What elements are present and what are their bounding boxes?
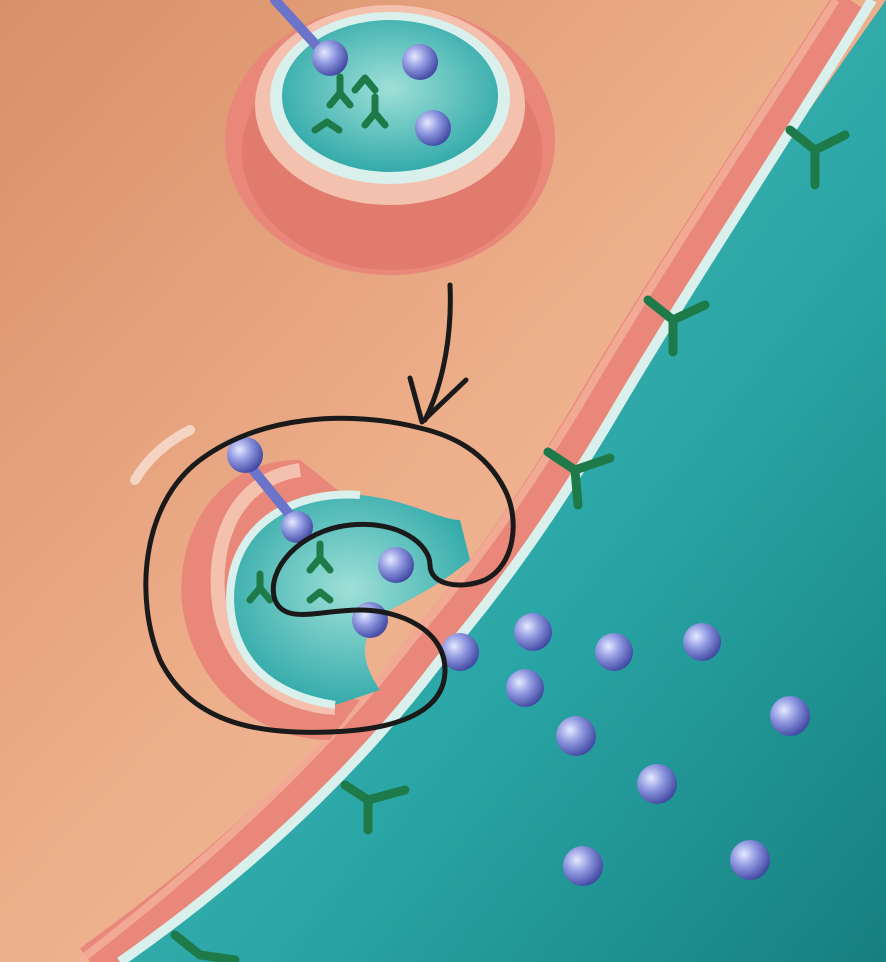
molecule-icon xyxy=(227,437,263,473)
receptor-icon xyxy=(340,780,410,835)
molecule-icon xyxy=(637,764,677,804)
pen-annotations xyxy=(143,282,516,735)
neurotransmitter-molecules xyxy=(227,40,810,886)
plasma-membrane-outer xyxy=(80,0,865,962)
receptors xyxy=(170,125,850,962)
molecule-icon xyxy=(281,511,313,543)
molecule-icon xyxy=(563,846,603,886)
hand-drawn-arrow xyxy=(422,282,453,423)
molecule-icon xyxy=(352,602,388,638)
molecule-icon xyxy=(556,716,596,756)
hand-drawn-loop xyxy=(143,415,516,735)
molecule-icon xyxy=(506,669,544,707)
molecule-icon xyxy=(378,547,414,583)
receptor-icon xyxy=(311,73,389,134)
receptor-icon xyxy=(643,295,710,357)
fusing-vesicle xyxy=(130,425,470,740)
receptor-icon xyxy=(543,447,615,510)
receptor-icon xyxy=(170,930,240,962)
plasma-membrane-inner-line xyxy=(117,0,877,962)
molecule-icon xyxy=(770,696,810,736)
molecule-icon xyxy=(312,40,348,76)
molecule-icon xyxy=(683,623,721,661)
plasma-membrane-highlight xyxy=(75,0,840,962)
molecule-icon xyxy=(730,840,770,880)
molecule-icon xyxy=(595,633,633,671)
arrow-head xyxy=(407,375,469,425)
molecule-icon xyxy=(415,110,451,146)
molecule-icon xyxy=(441,633,479,671)
molecule-icon xyxy=(514,613,552,651)
receptor-icon xyxy=(785,125,850,190)
extracellular-region xyxy=(110,0,886,962)
molecule-icon xyxy=(402,44,438,80)
